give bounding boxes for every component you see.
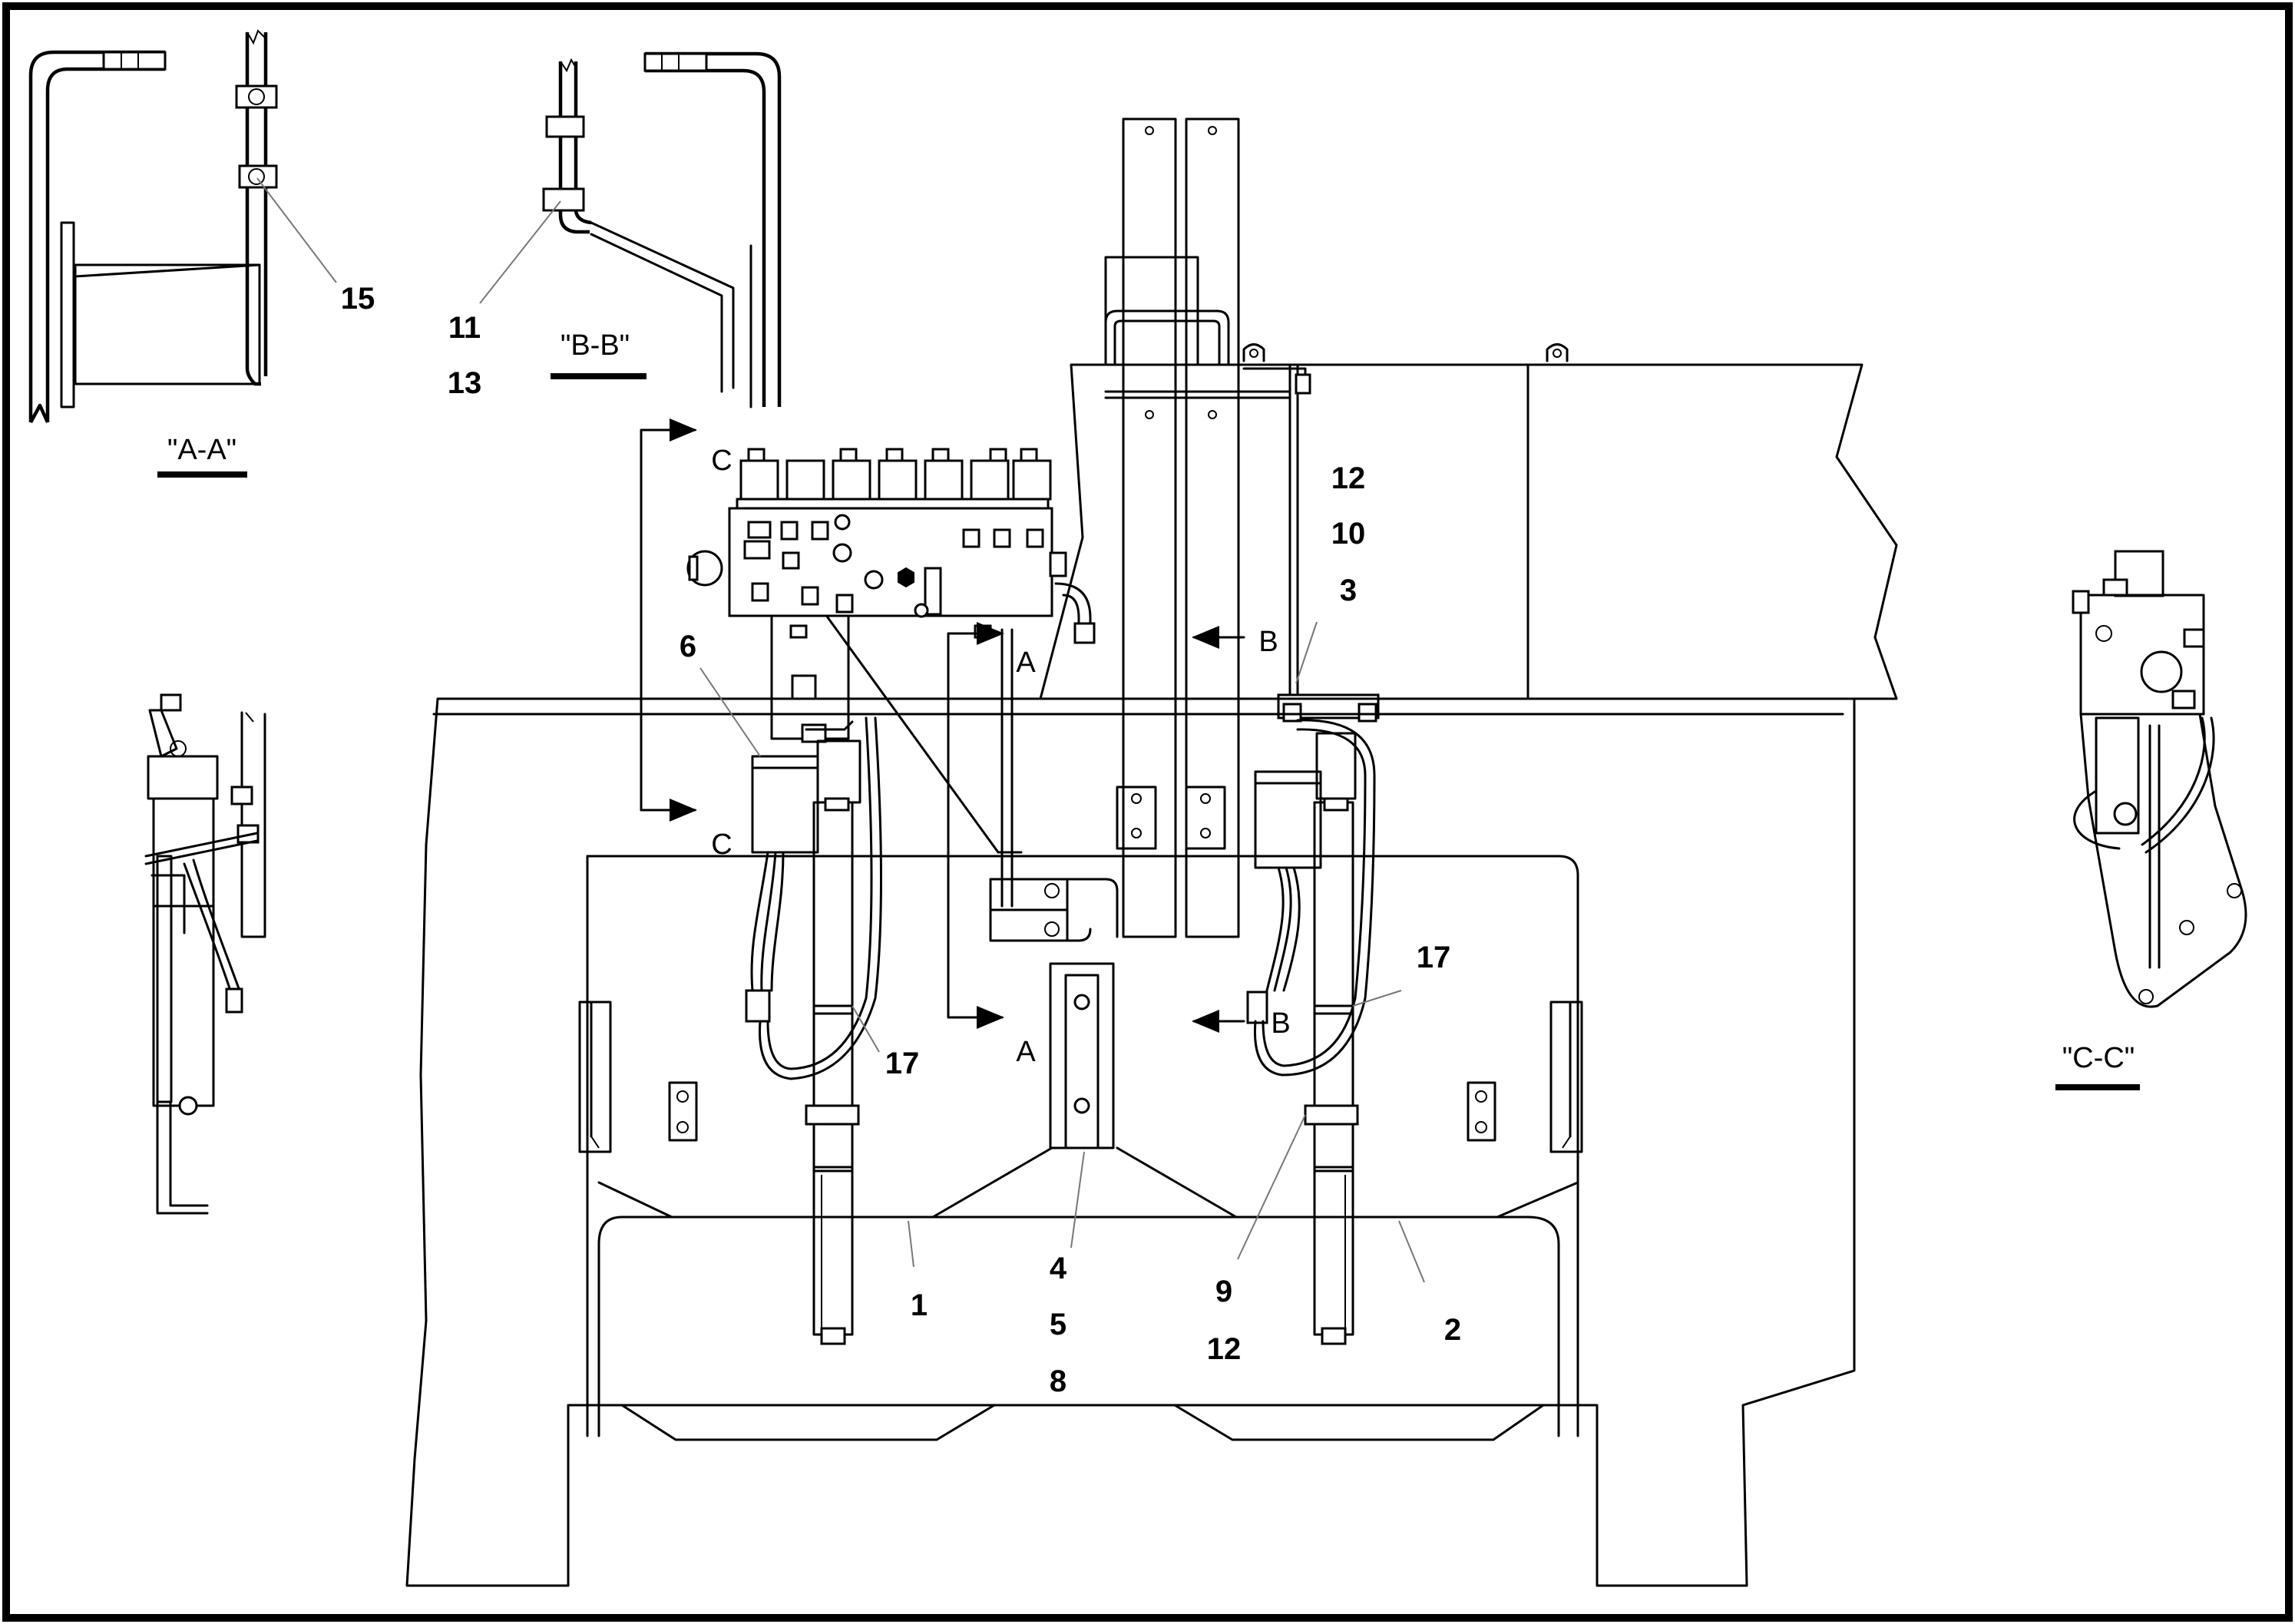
callout-11: 11 bbox=[448, 311, 481, 345]
callout-12-top: 12 bbox=[1331, 461, 1366, 495]
cylinder-left bbox=[745, 716, 882, 1345]
marker-b-top: B bbox=[1258, 626, 1278, 658]
section-view-cc bbox=[2072, 550, 2247, 1008]
callout-4: 4 bbox=[1050, 1252, 1067, 1285]
callout-17-left: 17 bbox=[885, 1047, 920, 1080]
marker-a-top: A bbox=[1016, 647, 1036, 679]
cylinder-right bbox=[1246, 719, 1376, 1345]
callout-5: 5 bbox=[1050, 1308, 1066, 1341]
leader-lines bbox=[256, 177, 1425, 1283]
callout-10: 10 bbox=[1331, 517, 1366, 551]
section-title-bb: "B-B" bbox=[561, 329, 630, 362]
section-title-cc: "C-C" bbox=[2062, 1042, 2135, 1074]
callout-13: 13 bbox=[448, 366, 482, 400]
callout-12-bottom: 12 bbox=[1207, 1332, 1242, 1366]
part-callouts: 15 11 13 12 10 3 6 17 17 1 2 4 5 8 9 12 bbox=[341, 282, 1461, 1398]
callout-8: 8 bbox=[1050, 1364, 1066, 1398]
callout-1: 1 bbox=[911, 1288, 928, 1322]
view-markers: C C A A B B bbox=[711, 445, 1290, 1068]
callout-6: 6 bbox=[680, 630, 696, 663]
section-title-aa: "A-A" bbox=[167, 434, 236, 466]
callout-17-right: 17 bbox=[1417, 941, 1451, 974]
marker-c-top: C bbox=[711, 445, 732, 477]
side-view-left bbox=[144, 693, 266, 1215]
callout-2: 2 bbox=[1444, 1313, 1461, 1347]
callout-3: 3 bbox=[1340, 574, 1357, 607]
callout-9: 9 bbox=[1215, 1275, 1232, 1308]
main-view bbox=[405, 117, 1898, 1587]
section-view-aa bbox=[28, 29, 278, 424]
marker-b-bottom: B bbox=[1271, 1007, 1290, 1040]
valve-manifold bbox=[686, 448, 1096, 644]
section-titles: "A-A" "B-B" "C-C" bbox=[157, 329, 2140, 1090]
callout-15: 15 bbox=[341, 282, 375, 316]
section-view-bb bbox=[542, 51, 782, 408]
marker-a-bottom: A bbox=[1016, 1036, 1036, 1068]
marker-c-bottom: C bbox=[711, 829, 732, 861]
